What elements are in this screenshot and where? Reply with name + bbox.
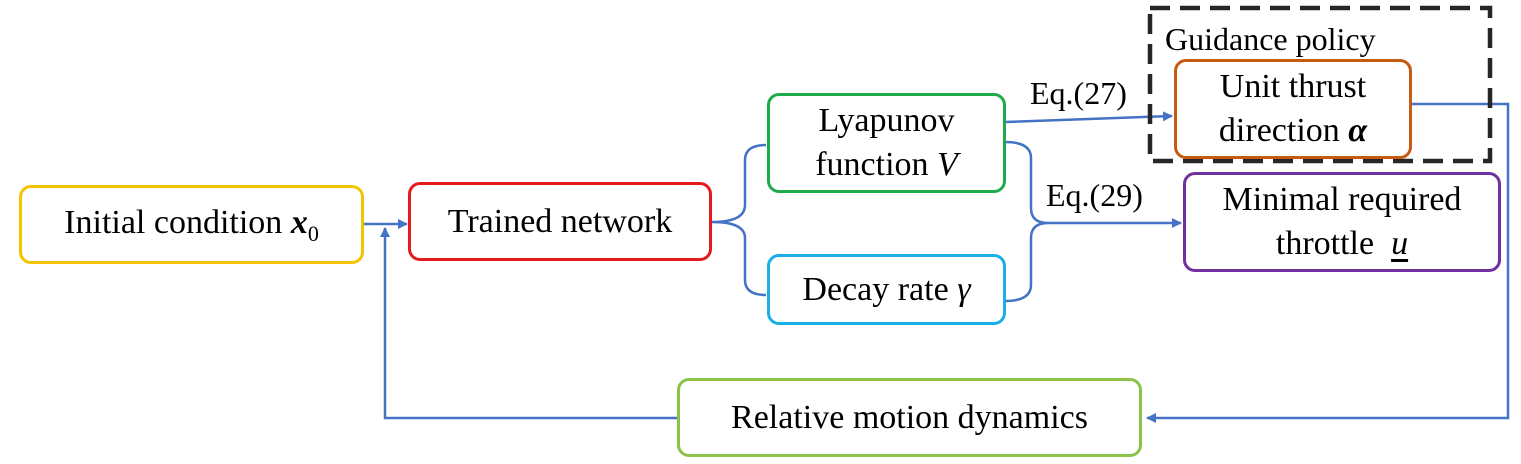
state-vector-subscript: 0 bbox=[307, 221, 319, 246]
lyapunov-line-2: function V bbox=[815, 143, 958, 187]
state-vector-symbol: x bbox=[290, 204, 308, 241]
lyapunov-line-2-text: function bbox=[815, 146, 938, 183]
initial-condition-text: Initial condition bbox=[64, 204, 291, 241]
decay-rate-text: Decay rate bbox=[802, 270, 958, 308]
arrow-policy-to-dynamics bbox=[1146, 102, 1510, 423]
throttle-box: Minimal required throttle u bbox=[1183, 172, 1501, 272]
decay-rate-box: Decay rate γ bbox=[767, 254, 1006, 325]
lyapunov-box: Lyapunov function V bbox=[767, 93, 1006, 193]
eq29-label: Eq.(29) bbox=[1046, 177, 1143, 213]
brace-v-gamma-merge bbox=[1004, 140, 1049, 303]
brace-network-outputs bbox=[711, 143, 767, 297]
dynamics-box: Relative motion dynamics bbox=[677, 378, 1142, 457]
trained-network-box: Trained network bbox=[408, 182, 712, 261]
dynamics-label: Relative motion dynamics bbox=[731, 398, 1088, 436]
decay-rate-symbol: γ bbox=[957, 270, 971, 308]
unit-thrust-line-2-text: direction bbox=[1218, 112, 1349, 149]
decay-rate-label: Decay rate γ bbox=[802, 268, 970, 312]
lyapunov-line-1: Lyapunov bbox=[818, 102, 955, 139]
eq27-label: Eq.(27) bbox=[1030, 75, 1127, 111]
throttle-line-1: Minimal required bbox=[1222, 181, 1462, 218]
thrust-direction-symbol: α bbox=[1348, 112, 1368, 149]
trained-network-label: Trained network bbox=[447, 202, 673, 240]
unit-thrust-line-2: direction α bbox=[1219, 109, 1367, 153]
arrow-feedback bbox=[380, 227, 678, 420]
unit-thrust-box: Unit thrust direction α bbox=[1174, 59, 1412, 159]
initial-condition-label: Initial condition x0 bbox=[64, 201, 319, 248]
throttle-line-2-text: throttle bbox=[1275, 225, 1392, 262]
lyapunov-symbol: V bbox=[937, 146, 958, 183]
guidance-policy-frame bbox=[1147, 5, 1493, 164]
unit-thrust-line-1: Unit thrust bbox=[1219, 68, 1367, 105]
guidance-policy-title: Guidance policy bbox=[1165, 21, 1376, 57]
connector-group bbox=[364, 102, 1510, 423]
throttle-symbol: u bbox=[1391, 225, 1409, 262]
throttle-line-2: throttle u bbox=[1276, 222, 1408, 266]
initial-condition-box: Initial condition x0 bbox=[19, 185, 364, 264]
arrow-v-to-thrust bbox=[1004, 111, 1173, 124]
